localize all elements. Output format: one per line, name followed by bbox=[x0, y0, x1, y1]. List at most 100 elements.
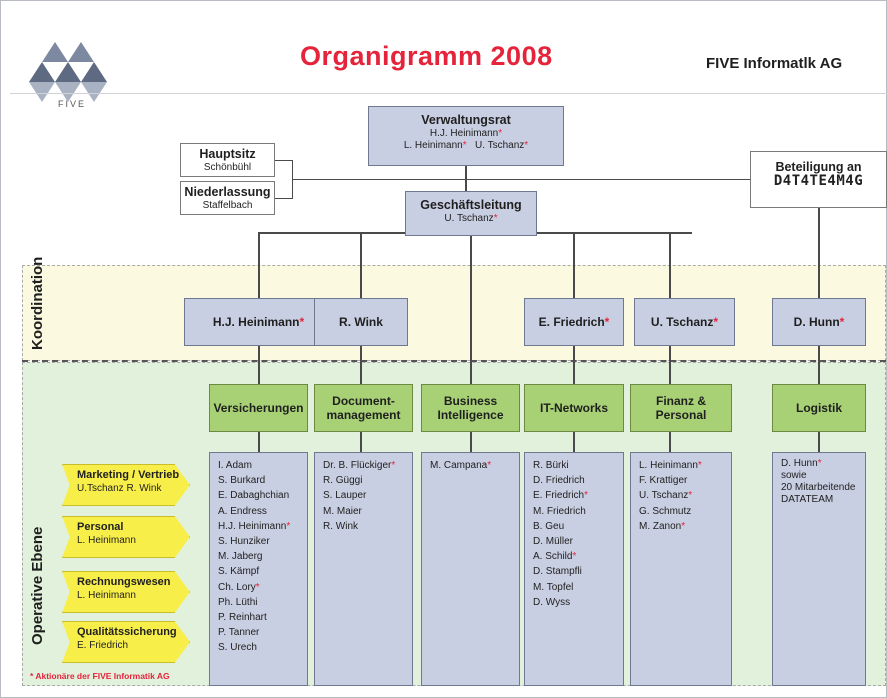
dept-logistik: Logistik bbox=[772, 384, 866, 432]
connector bbox=[292, 179, 304, 180]
lead-name: H.J. Heinimann bbox=[212, 315, 300, 329]
connector bbox=[360, 232, 362, 298]
shareholder-star: * bbox=[493, 213, 498, 224]
dept-versicherungen: Versicherungen bbox=[209, 384, 308, 432]
connector bbox=[818, 208, 820, 298]
staff-list-finanz: L. Heinimann* F. Krattiger U. Tschanz* G… bbox=[630, 452, 732, 686]
staff-member: S. Burkard bbox=[218, 475, 266, 487]
beteiligung-box: Beteiligung an D4T4TE4M4G bbox=[750, 151, 887, 208]
note-rechnungswesen: Rechnungswesen L. Heinimann bbox=[62, 571, 190, 613]
note-qualitaetssicherung: Qualitätssicherung E. Friedrich bbox=[62, 621, 190, 663]
connector bbox=[669, 232, 671, 298]
dept-it-networks: IT-Networks bbox=[524, 384, 624, 432]
connector bbox=[818, 432, 820, 452]
staff-member: A. Schild bbox=[533, 551, 573, 563]
lead-name: E. Friedrich bbox=[538, 315, 605, 329]
verwaltungsrat-member: L. Heinimann bbox=[403, 140, 463, 151]
connector bbox=[258, 232, 260, 298]
connector bbox=[669, 346, 671, 384]
verwaltungsrat-box: Verwaltungsrat H.J. Heinimann* L. Heinim… bbox=[368, 106, 564, 166]
staff-member: E. Friedrich bbox=[533, 490, 585, 502]
lead-name: D. Hunn bbox=[793, 315, 840, 329]
staff-member: P. Reinhart bbox=[218, 612, 267, 624]
verwaltungsrat-member: U. Tschanz bbox=[474, 140, 525, 151]
dept-business-intelligence: Business Intelligence bbox=[421, 384, 520, 432]
five-logo bbox=[29, 42, 107, 102]
shareholder-star: * bbox=[817, 458, 822, 469]
staff-member: R. Güggi bbox=[323, 475, 363, 487]
dept-documentmanagement: Document- management bbox=[314, 384, 413, 432]
staff-member: I. Adam bbox=[218, 460, 252, 471]
verwaltungsrat-title: Verwaltungsrat bbox=[421, 113, 511, 127]
staff-member: DATATEAM bbox=[781, 494, 834, 505]
staff-member: R. Wink bbox=[323, 520, 358, 532]
shareholder-star: * bbox=[255, 581, 260, 593]
staff-member: U. Tschanz bbox=[639, 490, 689, 502]
shareholder-star: * bbox=[391, 460, 396, 471]
connector bbox=[275, 198, 293, 199]
connector bbox=[470, 432, 472, 452]
shareholder-star: * bbox=[498, 128, 503, 139]
operative-label: Operative Ebene bbox=[29, 526, 46, 645]
note-title: Marketing / Vertrieb bbox=[77, 469, 180, 481]
lead-tschanz: U. Tschanz* bbox=[634, 298, 735, 346]
shareholder-star: * bbox=[572, 551, 577, 563]
connector bbox=[465, 166, 467, 196]
staff-member: L. Heinimann bbox=[639, 460, 698, 471]
note-people: U.Tschanz R. Wink bbox=[77, 483, 162, 494]
connector bbox=[275, 160, 293, 161]
hauptsitz-box: Hauptsitz Schönbühl bbox=[180, 143, 275, 177]
staff-member: S. Hunziker bbox=[218, 536, 270, 548]
staff-member: M. Topfel bbox=[533, 581, 574, 593]
note-title: Qualitätssicherung bbox=[77, 626, 177, 638]
staff-member: A. Endress bbox=[218, 505, 267, 517]
staff-member: M. Campana bbox=[430, 460, 488, 471]
shareholder-star: * bbox=[524, 140, 529, 151]
shareholder-footnote: * Aktionäre der FIVE Informatik AG bbox=[30, 671, 170, 681]
staff-member: sowie bbox=[781, 470, 807, 481]
staff-member: S. Lauper bbox=[323, 490, 367, 502]
staff-member: D. Friedrich bbox=[533, 475, 585, 487]
geschaeftsleitung-member: U. Tschanz bbox=[444, 213, 494, 224]
staff-member: D. Müller bbox=[533, 536, 574, 548]
staff-member: Dr. B. Flückiger bbox=[323, 460, 392, 471]
staff-member: F. Krattiger bbox=[639, 475, 688, 487]
connector bbox=[303, 179, 750, 180]
staff-member: H.J. Heinimann bbox=[218, 520, 287, 532]
note-title: Rechnungswesen bbox=[77, 576, 171, 588]
geschaeftsleitung-box: Geschäftsleitung U. Tschanz* bbox=[405, 191, 537, 236]
shareholder-star: * bbox=[462, 140, 467, 151]
staff-member: Ch. Lory bbox=[218, 581, 256, 593]
shareholder-star: * bbox=[286, 520, 291, 532]
staff-member: Ph. Lüthi bbox=[218, 596, 258, 608]
lead-hunn: D. Hunn* bbox=[772, 298, 866, 346]
logo-text: FIVE bbox=[57, 99, 86, 109]
datateam-logo: D4T4TE4M4G bbox=[773, 173, 864, 189]
note-personal: Personal L. Heinimann bbox=[62, 516, 190, 558]
staff-member: P. Tanner bbox=[218, 627, 260, 639]
staff-list-logistik: D. Hunn* sowie 20 Mitarbeitende DATATEAM bbox=[772, 452, 866, 686]
staff-member: D. Wyss bbox=[533, 596, 571, 608]
hauptsitz-location: Schönbühl bbox=[203, 162, 252, 173]
staff-member: M. Zanon bbox=[639, 520, 682, 532]
connector bbox=[258, 346, 260, 384]
company-name: FIVE Informatlk AG bbox=[706, 55, 843, 72]
staff-member: E. Dabaghchian bbox=[218, 490, 290, 502]
staff-list-documentmanagement: Dr. B. Flückiger* R. Güggi S. Lauper M. … bbox=[314, 452, 413, 686]
shareholder-star: * bbox=[299, 315, 305, 329]
niederlassung-box: Niederlassung Staffelbach bbox=[180, 181, 275, 215]
note-title: Personal bbox=[77, 521, 124, 533]
lead-wink: R. Wink bbox=[314, 298, 408, 346]
connector bbox=[258, 432, 260, 452]
staff-member: M. Friedrich bbox=[533, 505, 586, 517]
lead-name: U. Tschanz bbox=[650, 315, 714, 329]
staff-member: R. Bürki bbox=[533, 460, 569, 471]
shareholder-star: * bbox=[487, 460, 492, 471]
connector bbox=[573, 232, 575, 298]
shareholder-star: * bbox=[713, 315, 719, 329]
staff-member: 20 Mitarbeitende bbox=[781, 482, 856, 493]
koordination-label: Koordination bbox=[29, 256, 46, 350]
shareholder-star: * bbox=[604, 315, 610, 329]
staff-member: M. Jaberg bbox=[218, 551, 263, 563]
hauptsitz-title: Hauptsitz bbox=[199, 147, 256, 161]
